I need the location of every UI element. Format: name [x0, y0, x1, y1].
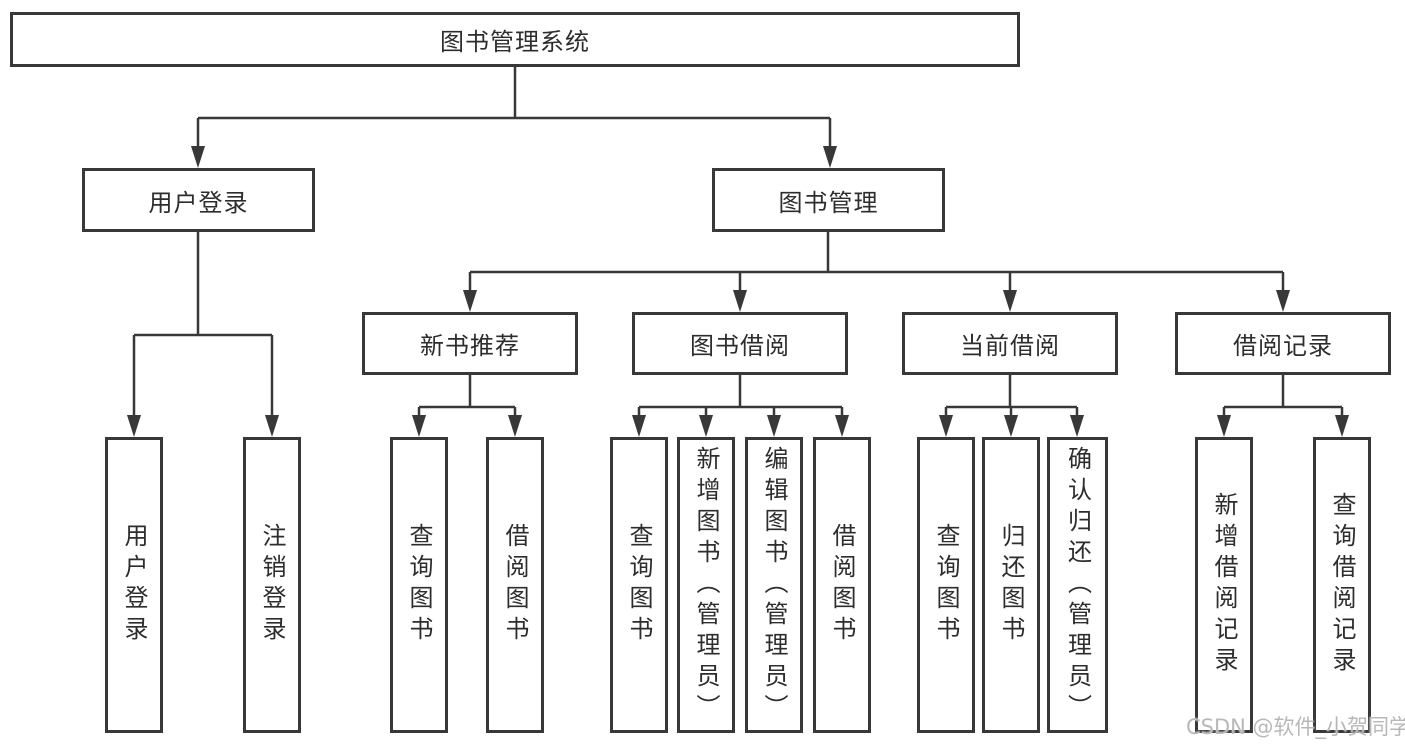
leaf-logout-login: 注销登录: [243, 437, 301, 733]
leaf-query-books-current: 查询图书: [917, 437, 975, 733]
leaf-borrow-books-borrowing-label: 借阅图书: [828, 523, 856, 647]
leaf-query-books-recommend-label: 查询图书: [405, 523, 433, 647]
leaf-logout-login-label: 注销登录: [258, 523, 286, 647]
leaf-confirm-return-admin-label: 确认归还（管理员）: [1063, 445, 1092, 725]
connector-borrow-records: [1222, 375, 1344, 416]
connector-root-to-children: [196, 67, 832, 147]
arrowheads-user-login: [127, 415, 279, 437]
leaf-add-borrow-record: 新增借阅记录: [1195, 437, 1253, 733]
connector-current-borrowing: [944, 375, 1079, 416]
arrowheads-book-management: [463, 290, 1290, 312]
connector-book-management: [468, 232, 1285, 291]
arrowheads-root: [191, 146, 837, 168]
leaf-query-borrow-record: 查询借阅记录: [1313, 437, 1371, 733]
leaf-borrow-books-recommend-label: 借阅图书: [501, 523, 529, 647]
arrowheads-borrow-records: [1217, 415, 1349, 437]
leaf-return-books-label: 归还图书: [997, 523, 1025, 647]
node-borrow-records: 借阅记录: [1175, 312, 1391, 375]
csdn-watermark: CSDN @软件_小贺同学: [1186, 715, 1405, 739]
connector-user-login: [132, 232, 274, 416]
leaf-add-books-admin-label: 新增图书（管理员）: [692, 445, 720, 725]
leaf-query-books-recommend: 查询图书: [390, 437, 448, 733]
arrowheads-new-book-recommend: [412, 415, 522, 437]
leaf-return-books: 归还图书: [982, 437, 1040, 733]
leaf-borrow-books-borrowing: 借阅图书: [813, 437, 871, 733]
node-user-login: 用户登录: [82, 168, 315, 232]
node-current-borrowing: 当前借阅: [902, 312, 1118, 375]
node-book-borrowing: 图书借阅: [632, 312, 848, 375]
node-new-book-recommend: 新书推荐: [362, 312, 578, 375]
leaf-add-books-admin: 新增图书（管理员）: [677, 437, 735, 733]
leaf-user-login-label: 用户登录: [120, 523, 148, 647]
leaf-borrow-books-recommend: 借阅图书: [486, 437, 544, 733]
leaf-query-books-borrowing-label: 查询图书: [625, 523, 653, 647]
leaf-query-borrow-record-label: 查询借阅记录: [1328, 492, 1356, 678]
leaf-query-books-borrowing: 查询图书: [610, 437, 668, 733]
leaf-add-borrow-record-label: 新增借阅记录: [1210, 492, 1238, 678]
leaf-confirm-return-admin: 确认归还（管理员）: [1047, 437, 1108, 733]
leaf-user-login: 用户登录: [105, 437, 163, 733]
arrowheads-current-borrowing: [939, 415, 1084, 437]
leaf-edit-books-admin-label: 编辑图书（管理员）: [760, 445, 788, 725]
connector-new-book-recommend: [417, 375, 517, 416]
node-root: 图书管理系统: [10, 12, 1020, 67]
node-book-management: 图书管理: [712, 168, 945, 232]
leaf-edit-books-admin: 编辑图书（管理员）: [745, 437, 803, 733]
arrowheads-book-borrowing: [632, 415, 849, 437]
leaf-query-books-current-label: 查询图书: [932, 523, 960, 647]
connector-book-borrowing: [637, 375, 844, 416]
